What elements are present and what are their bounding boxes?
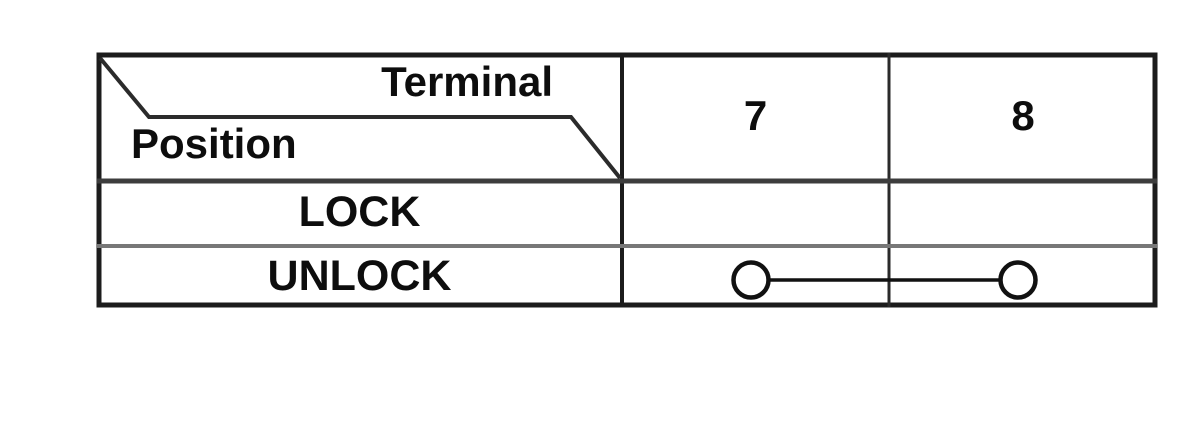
corner-terminal-label: Terminal xyxy=(381,58,553,105)
continuity-circle-terminal-7 xyxy=(731,260,771,300)
row-label-lock: LOCK xyxy=(298,188,421,236)
terminal-8-column-header: 8 xyxy=(1011,92,1035,139)
terminal-7-column-header: 7 xyxy=(743,92,768,139)
continuity-circle-terminal-8 xyxy=(998,260,1038,300)
row-label-unlock: UNLOCK xyxy=(267,252,452,300)
corner-position-label: Position xyxy=(131,120,297,167)
unlock-continuity-symbol xyxy=(731,260,1038,300)
